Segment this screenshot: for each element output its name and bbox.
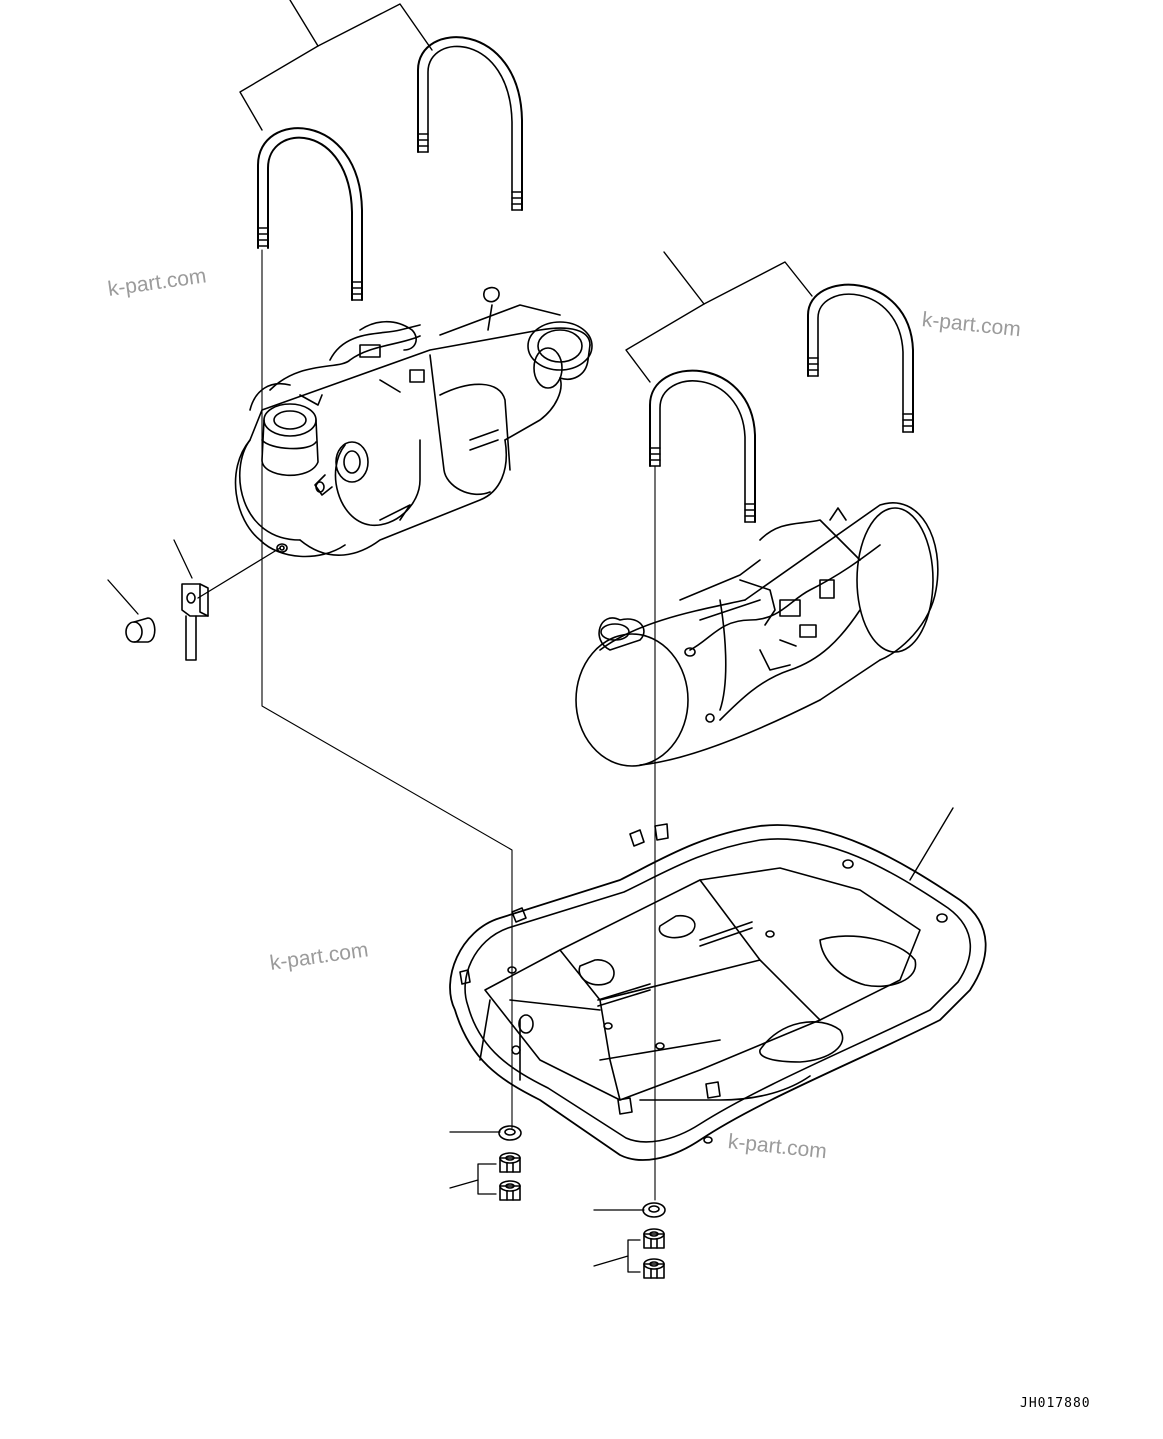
leader-u-bolts-left	[239, 0, 433, 131]
flange-bolt	[125, 617, 156, 643]
u-bolt-left-rear	[417, 36, 523, 211]
leader-base-pan	[909, 807, 954, 881]
mounting-bracket	[181, 583, 209, 661]
leader-u-bolts-right	[625, 251, 813, 383]
nut-right-lower	[643, 1258, 665, 1279]
u-bolt-left-front	[257, 127, 363, 301]
leaders-bracket	[107, 539, 281, 615]
nut-left-upper	[499, 1152, 521, 1173]
u-bolt-right-rear	[807, 283, 914, 433]
drawing-number: JH017880	[1020, 1396, 1091, 1411]
leaders-fasteners	[449, 1131, 645, 1273]
alignment-lines	[261, 249, 656, 1201]
exhaust-aftertreatment-right	[575, 502, 939, 767]
washer-right	[642, 1202, 666, 1218]
mounting-base-pan	[449, 823, 987, 1161]
nut-right-upper	[643, 1228, 665, 1249]
u-bolt-right-front	[649, 369, 756, 523]
exhaust-aftertreatment-left	[234, 286, 593, 558]
washer-left	[498, 1125, 522, 1141]
nut-left-lower	[499, 1180, 521, 1201]
